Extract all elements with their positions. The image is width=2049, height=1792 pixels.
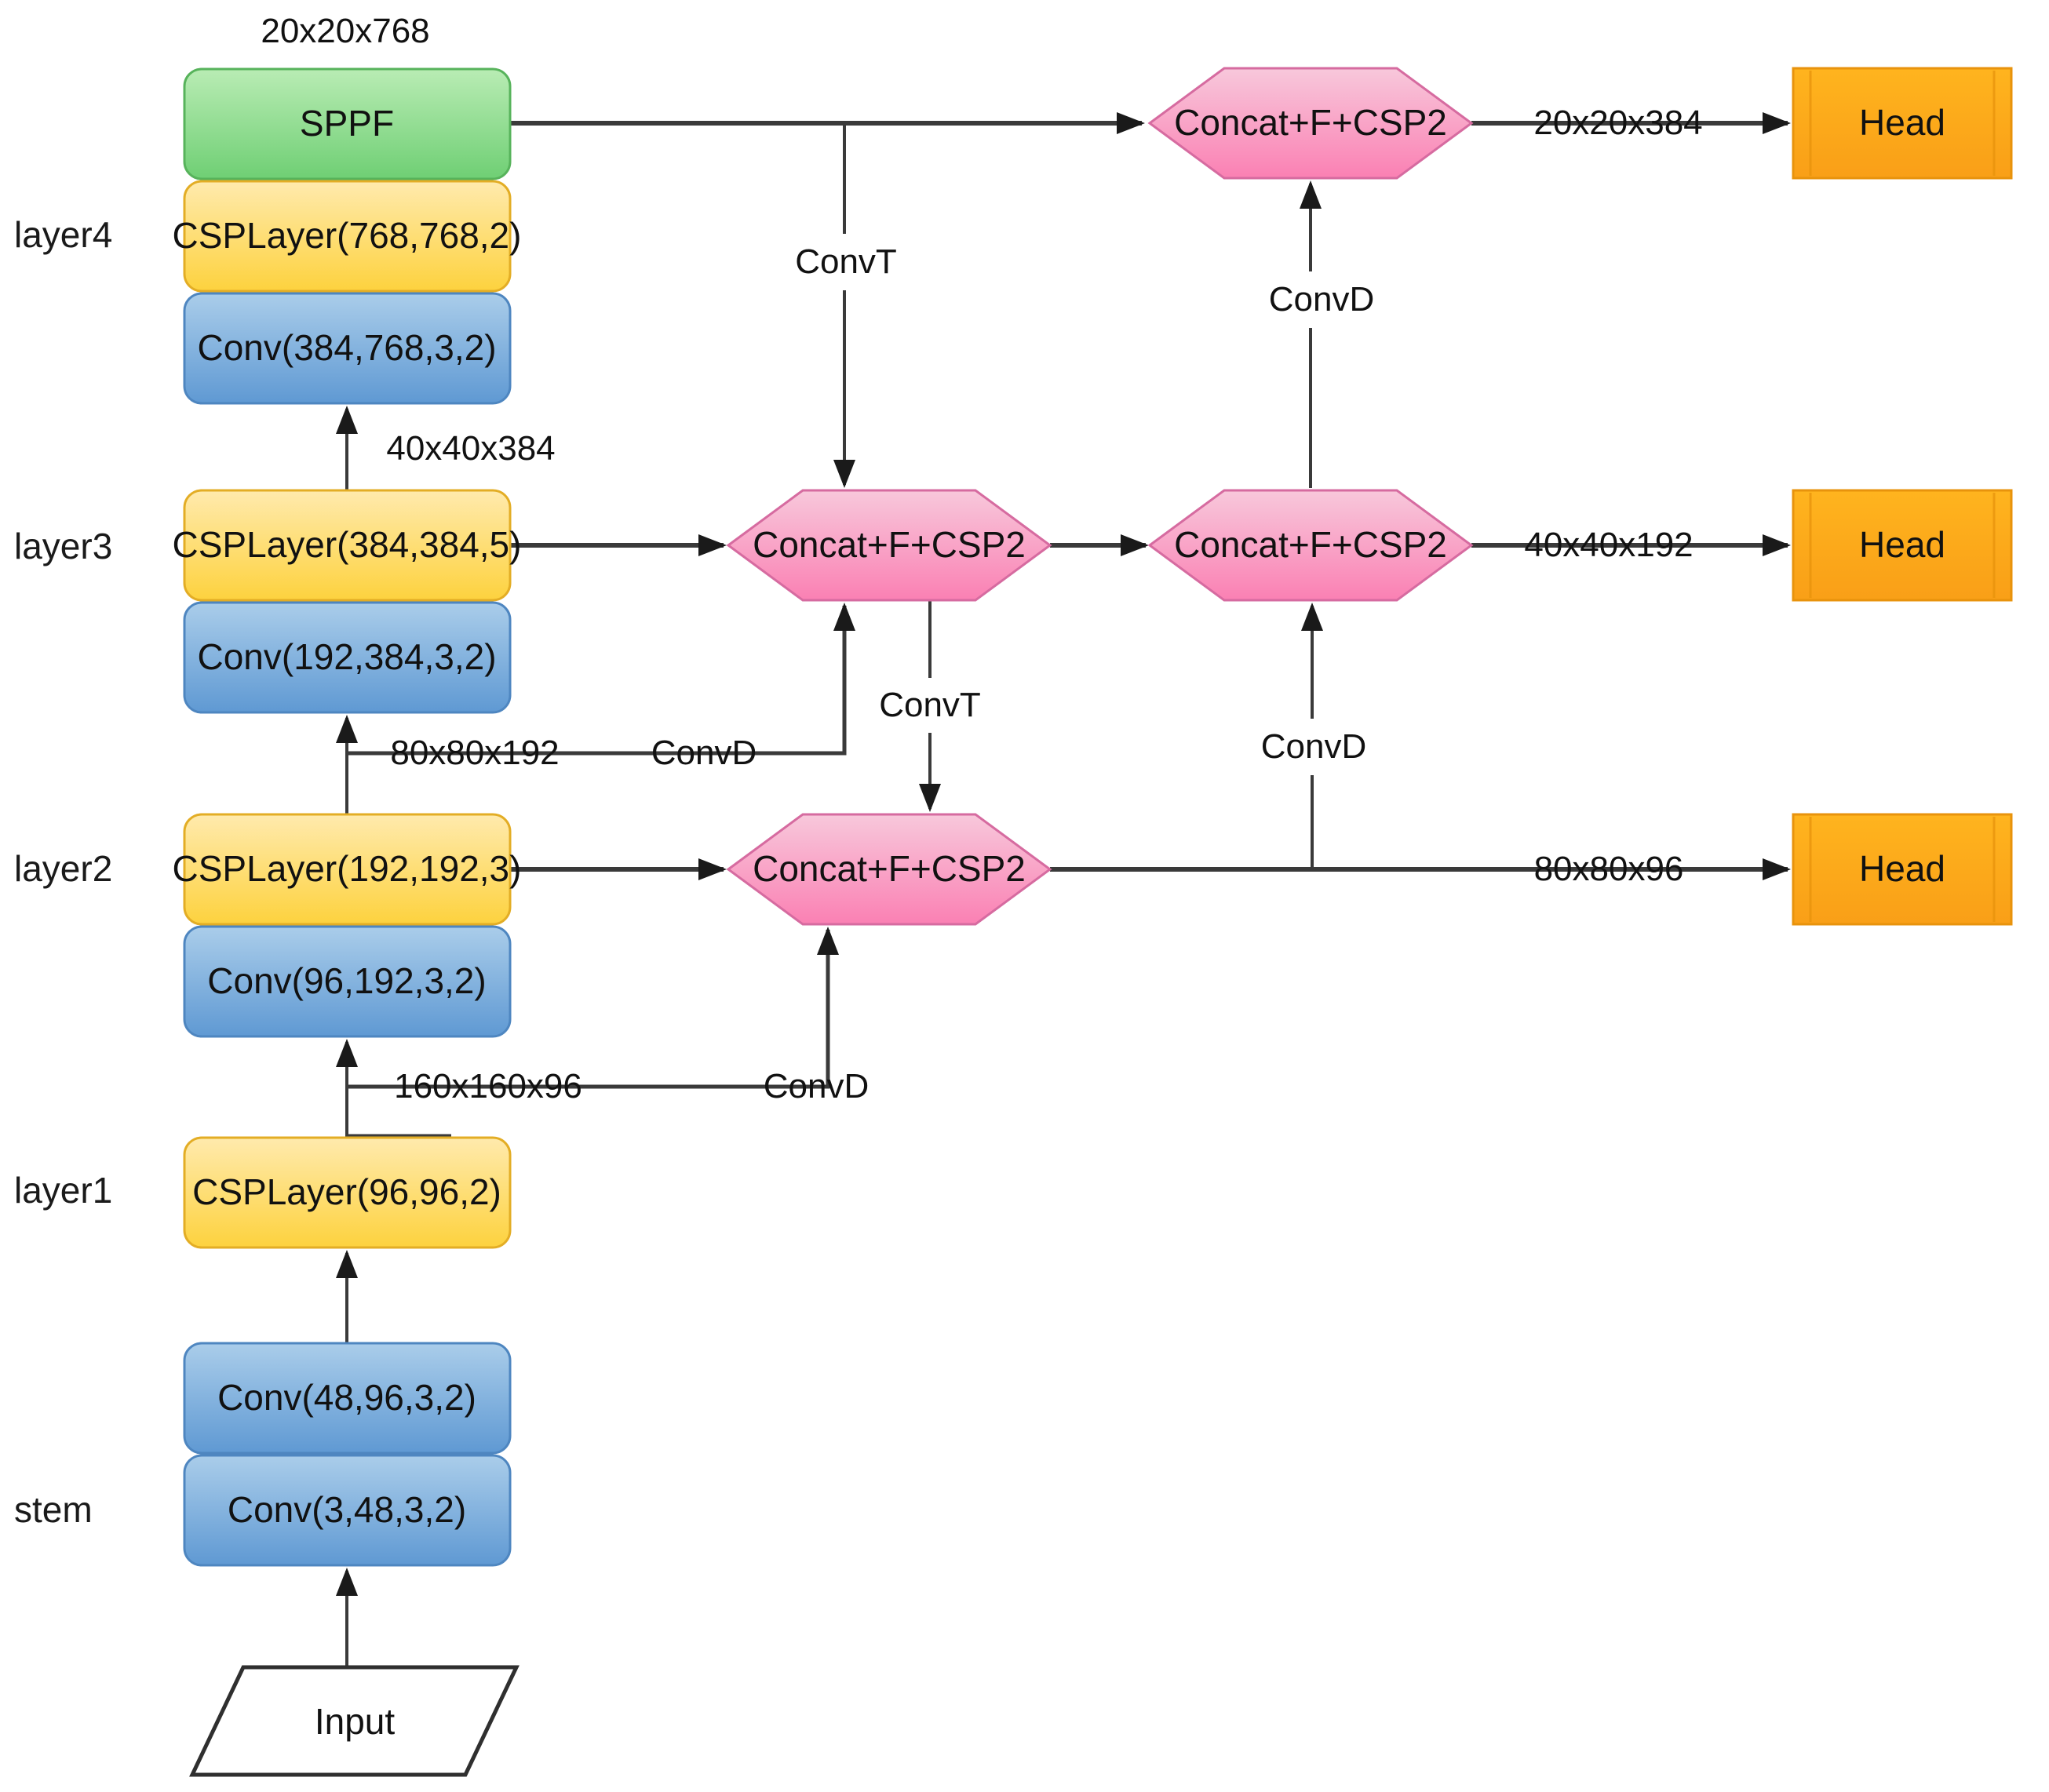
skip80-op-label: ConvD — [651, 734, 757, 772]
sppf-node — [183, 67, 512, 180]
skip160-dim-label: 160x160x96 — [394, 1067, 582, 1105]
convt-sppf-label: ConvT — [795, 242, 897, 281]
p3-dim-label: 80x80x96 — [1534, 850, 1684, 888]
csplayer3-label: CSPLayer(384,384,5) — [173, 524, 522, 565]
csplayer3-node — [183, 489, 512, 602]
input-label: Input — [315, 1701, 396, 1742]
stem-conv1-label: Conv(3,48,3,2) — [228, 1489, 466, 1530]
head2-node: Head — [1792, 489, 2013, 602]
concat-hex-top-label: Concat+F+CSP2 — [1174, 102, 1447, 143]
output-dim-labels: 20x20x384 40x40x192 80x80x96 — [1524, 104, 1702, 888]
head3-label: Head — [1859, 848, 1945, 889]
convd-up1-label: ConvD — [1269, 280, 1375, 319]
input-node — [189, 1665, 520, 1777]
concat-hex-mid-right — [1147, 489, 1474, 602]
edge-skip160-branch — [347, 927, 839, 1089]
conv4-label: Conv(384,768,3,2) — [197, 327, 496, 368]
stem-conv1-node — [183, 1454, 512, 1567]
stage-label-layer1: layer1 — [14, 1170, 112, 1211]
concat-hex-mid-left — [726, 489, 1052, 602]
dim-label-20x20x768: 20x20x768 — [261, 12, 429, 50]
csplayer1-node — [183, 1136, 512, 1249]
head2-label: Head — [1859, 524, 1945, 565]
concat-hex-bottom-label: Concat+F+CSP2 — [753, 848, 1026, 889]
stem-conv2-node — [183, 1342, 512, 1455]
convt-mid-label: ConvT — [879, 686, 981, 724]
skip160-op-label: ConvD — [764, 1067, 870, 1105]
head3-box — [1792, 813, 2013, 926]
concat-hex-top — [1147, 67, 1474, 180]
neck-nodes: Concat+F+CSP2 Concat+F+CSP2 Concat+F+CSP… — [726, 67, 1474, 926]
backbone-column: 20x20x768 SPPF CSPLayer(768,768,2) Conv(… — [173, 12, 556, 1777]
csplayer4-label: CSPLayer(768,768,2) — [173, 215, 522, 256]
convd-up2-label: ConvD — [1261, 727, 1367, 766]
head1-node: Head — [1792, 67, 2013, 180]
head1-box — [1792, 67, 2013, 180]
stage-label-layer4: layer4 — [14, 214, 112, 255]
head2-box — [1792, 489, 2013, 602]
head1-label: Head — [1859, 102, 1945, 143]
stage-label-layer3: layer3 — [14, 526, 112, 566]
conv3-node — [183, 601, 512, 714]
csplayer1-label: CSPLayer(96,96,2) — [192, 1171, 501, 1212]
dim-label-40x40x384: 40x40x384 — [386, 429, 555, 468]
csplayer2-node — [183, 813, 512, 926]
op-labels: ConvT ConvD ConvT ConvD 80x80x192 ConvD … — [390, 242, 1374, 1105]
head-nodes: Head Head Head — [1792, 67, 2013, 926]
edge-skip80-branch — [347, 603, 855, 756]
csplayer4-node — [183, 180, 512, 293]
concat-hex-mid-right-label: Concat+F+CSP2 — [1174, 524, 1447, 565]
head3-node: Head — [1792, 813, 2013, 926]
stem-conv2-label: Conv(48,96,3,2) — [217, 1377, 476, 1418]
skip80-dim-label: 80x80x192 — [390, 734, 559, 772]
csplayer2-label: CSPLayer(192,192,3) — [173, 848, 522, 889]
conv2-label: Conv(96,192,3,2) — [207, 960, 486, 1001]
conv4-node — [183, 292, 512, 405]
connectors — [336, 112, 1791, 1667]
p5-dim-label: 20x20x384 — [1533, 104, 1702, 142]
stage-label-layer2: layer2 — [14, 848, 112, 889]
sppf-label: SPPF — [300, 103, 394, 144]
conv2-node — [183, 925, 512, 1038]
stage-label-stem: stem — [14, 1489, 93, 1530]
concat-hex-bottom — [726, 813, 1052, 926]
stage-labels: layer4 layer3 layer2 layer1 stem — [14, 214, 112, 1530]
conv3-label: Conv(192,384,3,2) — [197, 636, 496, 677]
concat-hex-mid-left-label: Concat+F+CSP2 — [753, 524, 1026, 565]
p4-dim-label: 40x40x192 — [1524, 526, 1693, 564]
